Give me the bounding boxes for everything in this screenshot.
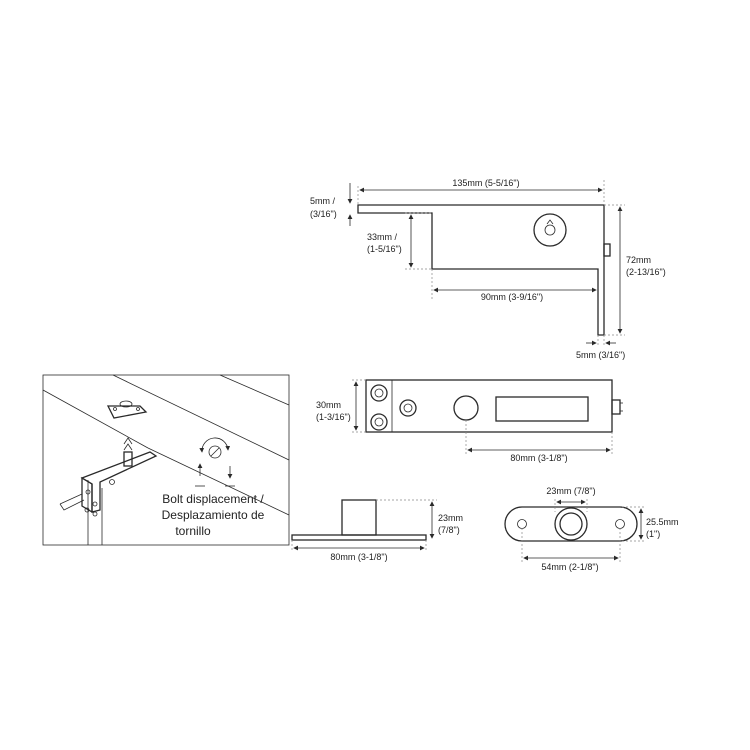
- hex-key: [59, 493, 85, 511]
- height-label-mm: 72mm: [626, 255, 651, 265]
- floor-plate-side-view: 23mm (7/8") 80mm (3-1/8"): [291, 499, 463, 562]
- arm-face-outline: [365, 379, 613, 433]
- rotate-icon: [199, 437, 231, 453]
- pivot-arm-outline: [357, 204, 605, 336]
- arm-screw: [84, 507, 90, 513]
- ceiling-plate: [106, 405, 148, 419]
- plate-mount-hole: [615, 519, 625, 529]
- plate-hole: [136, 407, 140, 411]
- arm-screw: [92, 501, 98, 507]
- socket-diameter-label: 23mm (7/8"): [546, 486, 595, 496]
- adjust-slot: [495, 396, 589, 422]
- front-view: 30mm (1-3/16") 80mm (3-1/8"): [316, 379, 623, 463]
- plate-height-label-mm: 23mm: [438, 513, 463, 523]
- socket-outer: [554, 507, 588, 541]
- door-top-line: [147, 447, 290, 516]
- arm-screw: [85, 489, 91, 495]
- caption-line-3: tornillo: [175, 524, 211, 538]
- frame-line: [219, 374, 290, 406]
- pivot-bolt-inner: [544, 224, 556, 236]
- socket-inner: [559, 512, 583, 536]
- pivot-bolt-face: [453, 395, 479, 421]
- door-edge-line: [42, 389, 149, 449]
- arm-screw: [109, 479, 115, 485]
- floor-plate-outline: [504, 506, 638, 542]
- bolt-up-arrows: [123, 437, 133, 451]
- screw-hole: [370, 384, 388, 402]
- arm-length-label: 90mm (3-9/16"): [481, 292, 543, 302]
- install-detail: Bolt displacement / Desplazamiento de to…: [42, 374, 290, 546]
- plate-hole: [113, 407, 117, 411]
- ceiling-edge-line: [112, 374, 290, 461]
- front-height-label-mm: 30mm: [316, 400, 341, 410]
- caption-line-2: Desplazamiento de: [162, 508, 265, 522]
- adjust-screw-head: [603, 243, 611, 257]
- floor-plate-post: [341, 499, 377, 536]
- arm-drop-label-in: (1-5/16"): [367, 244, 402, 254]
- front-length-label: 80mm (3-1/8"): [510, 453, 567, 463]
- plate-length-label: 80mm (3-1/8"): [330, 552, 387, 562]
- bottom-thickness-label: 5mm (3/16"): [576, 350, 625, 360]
- pivot-bolt-circle: [533, 213, 567, 247]
- thickness-label-in: (3/16"): [310, 209, 337, 219]
- screw-slot-line: [210, 447, 220, 457]
- floor-plate-top-view: 23mm (7/8") 25.5mm (1") 54mm (2-1/8"): [504, 486, 679, 572]
- screw-hole-inner: [374, 417, 384, 427]
- plate-height-label-in: (7/8"): [438, 525, 460, 535]
- adjust-screw-head: [611, 399, 621, 415]
- arm-screw: [92, 511, 98, 517]
- arm-drop-label-mm: 33mm /: [367, 232, 398, 242]
- floor-plate-base: [291, 534, 427, 541]
- screw-hole-inner: [374, 388, 384, 398]
- door-pivot-arm-face: [81, 476, 93, 514]
- top-pivot-view: 135mm (5-5/16") 5mm / (3/16") 33mm / (1-…: [310, 178, 666, 360]
- front-height-label-in: (1-3/16"): [316, 412, 351, 422]
- height-label-in: (2-13/16"): [626, 267, 666, 277]
- caption-line-1: Bolt displacement /: [162, 492, 264, 506]
- thickness-label-mm: 5mm /: [310, 196, 336, 206]
- ceiling-socket: [119, 400, 133, 408]
- screw-hole: [370, 413, 388, 431]
- width-label: 135mm (5-5/16"): [452, 178, 519, 188]
- hole-spacing-label: 54mm (2-1/8"): [541, 562, 598, 572]
- screw-hole: [399, 399, 417, 417]
- plate-mount-hole: [517, 519, 527, 529]
- plate-width-label-mm: 25.5mm: [646, 517, 679, 527]
- pivot-bolt-notch: [546, 219, 554, 225]
- screw-hole-inner: [403, 403, 413, 413]
- plate-width-label-in: (1"): [646, 529, 660, 539]
